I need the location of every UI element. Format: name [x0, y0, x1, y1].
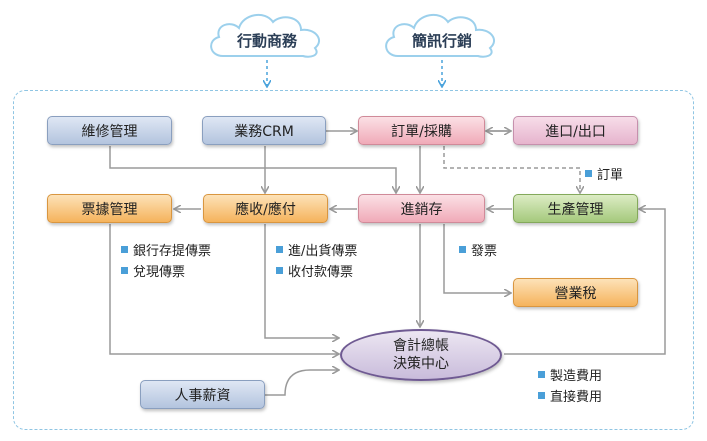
cloud-icon-mobile-commerce — [210, 13, 320, 58]
bullet-icon — [121, 267, 128, 274]
cloud-label-sms-marketing: 簡訊行銷 — [411, 32, 472, 50]
bullet-icon — [538, 371, 545, 378]
bullet-icon — [276, 267, 283, 274]
bullet-icon — [121, 246, 128, 253]
note-notes-item-2: 兌現傳票 — [121, 261, 185, 280]
system-frame — [13, 90, 694, 430]
accounting-decision-center: 會計總帳 決策中心 — [340, 329, 502, 381]
box-import-export: 進口/出口 — [513, 116, 638, 145]
cloud-label-mobile-commerce: 行動商務 — [236, 32, 297, 50]
box-production: 生產管理 — [513, 194, 638, 223]
box-maintenance: 維修管理 — [47, 116, 172, 145]
center-line-1: 會計總帳 — [393, 338, 449, 354]
center-line-2: 決策中心 — [393, 356, 449, 372]
note-receivable-item-2: 收付款傳票 — [276, 261, 353, 280]
box-inventory: 進銷存 — [358, 194, 485, 223]
note-notes-item-1: 銀行存提傳票 — [121, 240, 211, 259]
bullet-icon — [585, 170, 592, 177]
note-production-item-2: 直接費用 — [538, 386, 602, 405]
note-receivable-item-1: 進/出貨傳票 — [276, 240, 357, 259]
note-invoice: 發票 — [459, 240, 497, 259]
bullet-icon — [538, 392, 545, 399]
note-order: 訂單 — [585, 164, 623, 183]
box-crm: 業務CRM — [202, 116, 326, 145]
box-receivable: 應收/應付 — [203, 194, 328, 223]
box-order: 訂單/採購 — [358, 116, 485, 145]
cloud-icon-sms-marketing — [385, 13, 495, 58]
bullet-icon — [459, 246, 466, 253]
box-hr-payroll: 人事薪資 — [140, 380, 265, 409]
note-production-item-1: 製造費用 — [538, 365, 602, 384]
box-business-tax: 營業稅 — [513, 278, 638, 307]
bullet-icon — [276, 246, 283, 253]
box-notes: 票據管理 — [47, 194, 172, 223]
